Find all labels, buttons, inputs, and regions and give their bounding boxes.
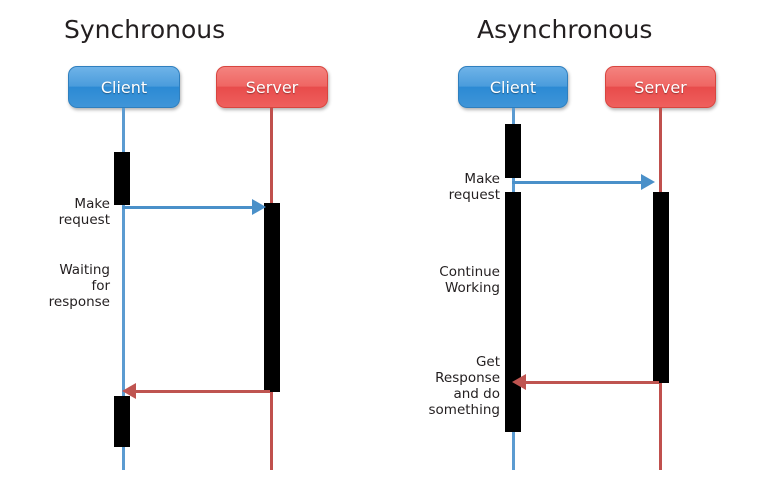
participant-box-server-sync[interactable]: Server [216,66,328,108]
activation-bar-client-async-start [505,124,521,178]
activation-bar-server-async [653,192,669,383]
arrow-head-request-async [641,174,655,190]
message-line-request-sync [122,206,256,209]
message-label-request-sync: Make request [58,196,110,228]
message-label-working-async: Continue Working [439,264,500,296]
participant-box-client-sync[interactable]: Client [68,66,180,108]
participant-box-server-async[interactable]: Server [605,66,716,108]
arrow-head-response-sync [122,383,136,399]
panel-title-synchronous: Synchronous [64,15,226,44]
activation-bar-client-sync-request [114,152,130,205]
arrow-head-response-async [512,374,526,390]
participant-label-server-async: Server [634,77,687,97]
message-line-response-async [526,381,659,384]
activation-bar-server-sync [264,203,280,392]
participant-label-server-sync: Server [245,77,299,97]
message-label-response-async: Get Response and do something [428,354,500,418]
participant-box-client-async[interactable]: Client [458,66,568,108]
message-label-waiting-sync: Waiting for response [48,262,110,310]
lifeline-client-sync [122,108,125,470]
arrow-head-request-sync [252,199,266,215]
activation-bar-client-async-working [505,192,521,432]
activation-bar-client-sync-response [114,396,130,447]
message-label-request-async: Make request [448,171,500,203]
participant-label-client-sync: Client [100,77,148,97]
participant-label-client-async: Client [489,77,537,97]
message-line-response-sync [136,390,270,393]
panel-title-asynchronous: Asynchronous [477,15,653,44]
message-line-request-async [512,181,645,184]
